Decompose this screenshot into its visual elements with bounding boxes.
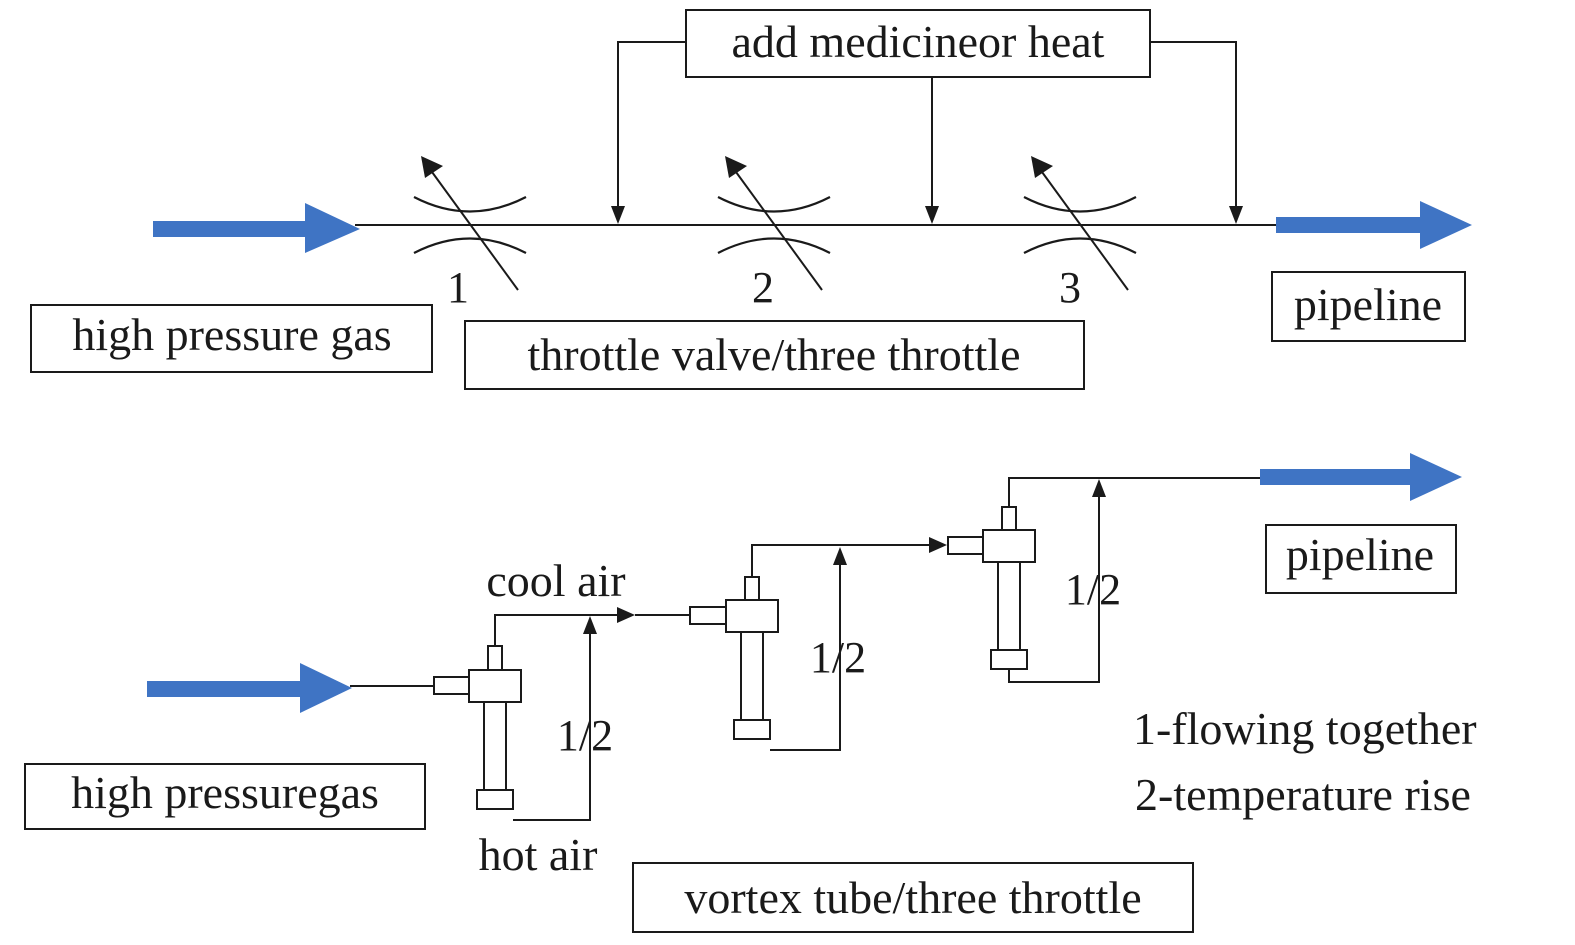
legend-item-2: 2-temperature rise [1135, 769, 1471, 820]
bottom-diagram: cool air hot air 1/2 1/2 1/2 high pressu… [24, 453, 1462, 933]
legend: 1-flowing together 2-temperature rise [1133, 703, 1477, 820]
tube-1-hot-return-line [513, 632, 591, 821]
legend-item-1: 1-flowing together [1133, 703, 1477, 754]
bottom-inlet-label-box [24, 763, 426, 830]
heat-label-box [685, 9, 1151, 78]
top-outlet-label: pipeline [1294, 279, 1442, 330]
tube-2-cool-arrowhead [929, 537, 947, 553]
top-caption-box [464, 320, 1085, 390]
throttle-valve-3 [1023, 156, 1137, 291]
bottom-outlet-label-box [1265, 524, 1457, 594]
vortex-tube-2 [689, 576, 779, 740]
valve-number-2: 2 [752, 263, 774, 312]
top-outlet-flow-arrow [1276, 201, 1472, 249]
tube-1-cool-arrowhead [617, 607, 635, 623]
valve-number-1: 1 [447, 263, 469, 312]
split-label-3: 1/2 [1065, 565, 1121, 614]
top-inlet-flow-arrow [153, 203, 360, 253]
tube-3-hot-arrowhead [1092, 479, 1106, 497]
throttle-valve-2 [717, 156, 831, 291]
top-diagram: 1 2 3 add medicineor heat high pressure … [30, 9, 1472, 390]
tube-2-cool-outlet-line [751, 544, 932, 577]
valve-number-3: 3 [1059, 263, 1081, 312]
bottom-caption: vortex tube/three throttle [684, 872, 1141, 923]
bottom-outlet-flow-arrow [1260, 453, 1462, 501]
top-inlet-label: high pressure gas [72, 309, 391, 360]
throttle-valve-1 [413, 156, 527, 291]
tube-2-hot-return-line [770, 563, 841, 751]
bottom-caption-box [632, 862, 1194, 933]
top-inlet-label-box [30, 304, 433, 373]
bottom-inlet-label: high pressuregas [71, 767, 379, 818]
heat-label: add medicineor heat [732, 16, 1105, 67]
top-caption: throttle valve/three throttle [527, 329, 1020, 380]
bottom-inlet-flow-arrow [147, 663, 352, 713]
tube-1-cool-outlet-line [494, 614, 622, 646]
split-label-2: 1/2 [810, 633, 866, 682]
tube-3-hot-return-line [1008, 495, 1100, 683]
tube-2-hot-arrowhead [833, 547, 847, 565]
heat-feed-lines [611, 41, 1243, 224]
top-outlet-label-box [1271, 271, 1466, 342]
tube-1-hot-arrowhead [583, 616, 597, 634]
vortex-tube-1 [433, 645, 522, 810]
hot-air-label: hot air [479, 829, 598, 880]
tube-3-cool-outlet-line [1008, 477, 1262, 507]
bottom-outlet-label: pipeline [1286, 529, 1434, 580]
cool-air-label: cool air [486, 555, 625, 606]
vortex-tube-3 [947, 506, 1036, 670]
split-label-1: 1/2 [557, 711, 613, 760]
